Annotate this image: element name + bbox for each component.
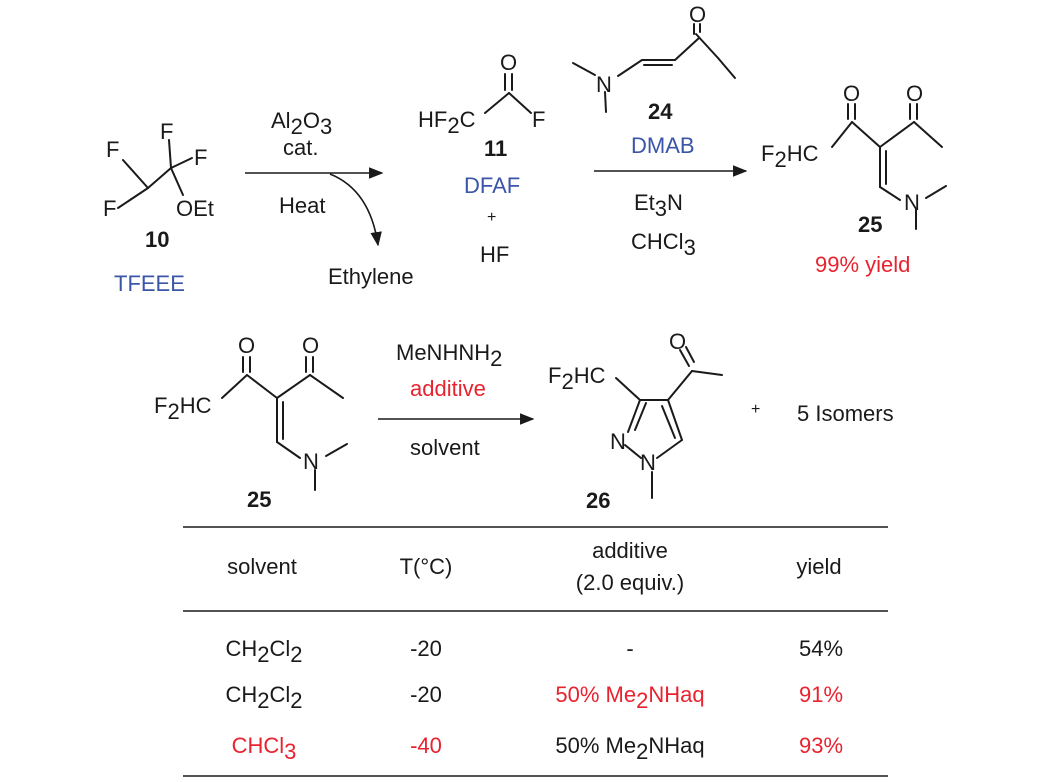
compound-number-10: 10 <box>145 227 169 252</box>
cell-temperature: -40 <box>410 733 442 758</box>
dfaf-structure: O HF2C F 11 DFAF + HF <box>418 50 545 267</box>
product25-f2hc-group: F2HC <box>761 141 819 172</box>
step1-arrow: Al2O3 cat. Heat Ethylene <box>245 108 414 289</box>
tfeee-label: TFEEE <box>114 271 185 296</box>
header-additive-equiv: (2.0 equiv.) <box>576 570 684 595</box>
table-row: CH2Cl2 -20 50% Me2NHaq 91% <box>225 682 843 713</box>
dfaf-f-atom: F <box>532 107 545 132</box>
product-26-structure: O F2HC N N 26 <box>548 329 723 513</box>
plus-sign: + <box>487 209 496 226</box>
reactant25-f2hc-group: F2HC <box>154 393 212 424</box>
cell-yield: 54% <box>799 636 843 661</box>
plus-sign: + <box>751 401 760 418</box>
header-temperature: T(°C) <box>400 554 453 579</box>
cell-solvent: CHCl3 <box>232 733 297 764</box>
tfeee-f-atom: F <box>106 137 119 162</box>
tfeee-f-atom: F <box>160 119 173 144</box>
reagent-al2o3: Al2O3 <box>271 108 332 139</box>
header-solvent: solvent <box>227 554 297 579</box>
solvent-chcl3: CHCl3 <box>631 229 696 260</box>
cell-additive: 50% Me2NHaq <box>555 733 704 764</box>
cell-yield: 91% <box>799 682 843 707</box>
compound-number-25: 25 <box>247 487 271 512</box>
step3-arrow: MeNHNH2 additive solvent <box>378 340 535 460</box>
isomers-label: 5 Isomers <box>797 401 894 426</box>
product25-yield: 99% yield <box>815 252 910 277</box>
compound-number-25: 25 <box>858 212 882 237</box>
tfeee-oet-group: OEt <box>176 196 214 221</box>
tfeee-structure: F F F F OEt 10 TFEEE <box>103 119 214 296</box>
ethylene-byproduct: Ethylene <box>328 264 414 289</box>
tfeee-f-atom: F <box>103 196 116 221</box>
solvent-label: solvent <box>410 435 480 460</box>
table-row: CH2Cl2 -20 - 54% <box>225 636 843 667</box>
reagent-et3n: Et3N <box>634 190 683 221</box>
hf-coproduct: HF <box>480 242 509 267</box>
cell-additive: 50% Me2NHaq <box>555 682 704 713</box>
product25-o-atom: O <box>906 81 923 106</box>
reactant25-n-atom: N <box>303 449 319 474</box>
product25-n-atom: N <box>904 190 920 215</box>
table-row: CHCl3 -40 50% Me2NHaq 93% <box>232 733 843 764</box>
cell-solvent: CH2Cl2 <box>225 636 302 667</box>
dfaf-label: DFAF <box>464 173 520 198</box>
compound-number-26: 26 <box>586 488 610 513</box>
conditions-table: solvent T(°C) additive (2.0 equiv.) yiel… <box>183 526 888 777</box>
dfaf-o-atom: O <box>500 50 517 75</box>
heat-condition: Heat <box>279 193 325 218</box>
cell-temperature: -20 <box>410 636 442 661</box>
cell-additive: - <box>626 636 633 661</box>
product26-o-atom: O <box>669 329 686 354</box>
cell-yield: 93% <box>799 733 843 758</box>
reagent-menhnh2: MeNHNH2 <box>396 340 502 371</box>
product26-f2hc-group: F2HC <box>548 363 606 394</box>
cell-temperature: -20 <box>410 682 442 707</box>
header-additive: additive <box>592 538 668 563</box>
dmab-o-atom: O <box>689 2 706 27</box>
reactant25-o-atom: O <box>238 333 255 358</box>
compound-number-11: 11 <box>484 136 507 161</box>
product26-n2-atom: N <box>610 429 626 454</box>
product26-n1-atom: N <box>640 450 656 475</box>
reactant-25-structure: O O F2HC N 25 <box>154 333 348 512</box>
dmab-label: DMAB <box>631 133 695 158</box>
dmab-structure: O N 24 DMAB <box>572 2 736 158</box>
product25-o-atom: O <box>843 81 860 106</box>
product-25-structure: O O F2HC N 25 99% yield <box>761 81 947 277</box>
tfeee-f-atom: F <box>194 145 207 170</box>
dmab-n-atom: N <box>596 72 612 97</box>
reactant25-o-atom: O <box>302 333 319 358</box>
dfaf-hf2c-group: HF2C <box>418 107 476 138</box>
compound-number-24: 24 <box>648 99 673 124</box>
table-header-row: solvent T(°C) additive (2.0 equiv.) yiel… <box>227 538 841 595</box>
additive-label: additive <box>410 376 486 401</box>
catalyst-label: cat. <box>283 135 318 160</box>
header-yield: yield <box>796 554 841 579</box>
step2-arrow: Et3N CHCl3 <box>594 165 748 260</box>
cell-solvent: CH2Cl2 <box>225 682 302 713</box>
